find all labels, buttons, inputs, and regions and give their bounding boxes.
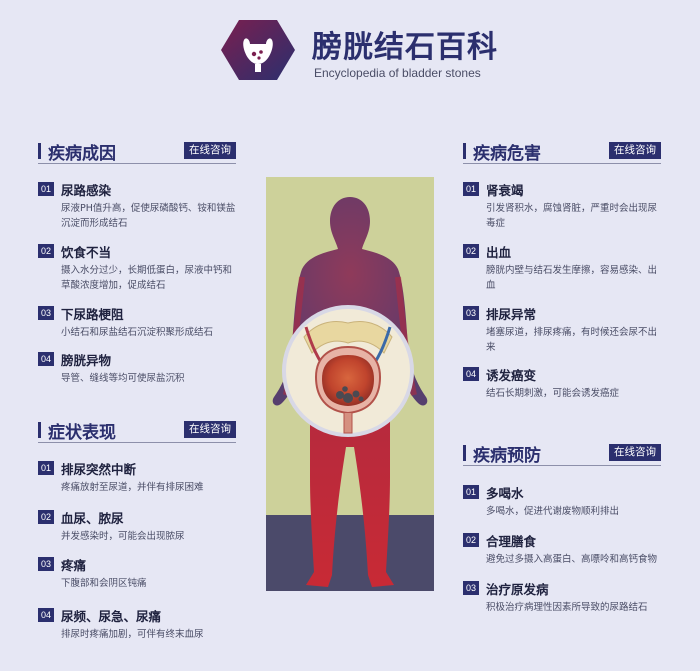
consult-button[interactable]: 在线咨询 xyxy=(184,142,236,159)
item-number: 01 xyxy=(463,182,479,196)
item-desc: 排尿时疼痛加剧，可伴有终末血尿 xyxy=(61,629,204,640)
section-title: 疾病预防 xyxy=(473,446,541,466)
item-title: 诱发癌变 xyxy=(486,368,537,383)
item-title: 尿频、尿急、尿痛 xyxy=(61,609,162,624)
item-number: 03 xyxy=(38,306,54,320)
item-title: 膀胱异物 xyxy=(61,353,112,368)
item-title: 多喝水 xyxy=(486,486,524,501)
item-desc: 下腹部和会阴区钝痛 xyxy=(61,578,147,589)
stones xyxy=(336,386,364,403)
anatomy-illustration xyxy=(266,177,434,591)
section-accent-bar xyxy=(463,143,466,159)
stone xyxy=(336,391,344,399)
section-title: 疾病成因 xyxy=(48,144,116,164)
item-title: 饮食不当 xyxy=(61,245,112,260)
section-accent-bar xyxy=(38,143,41,159)
item-number: 02 xyxy=(38,510,54,524)
stone xyxy=(358,396,364,402)
page-title: 膀胱结石百科 xyxy=(312,30,498,65)
item-desc: 膀胱内壁与结石发生摩擦，容易感染、出血 xyxy=(486,265,658,291)
item-title: 尿路感染 xyxy=(61,183,112,198)
stone xyxy=(342,386,348,392)
item-desc: 并发感染时，可能会出现脓尿 xyxy=(61,531,185,542)
item-title: 排尿突然中断 xyxy=(61,462,137,477)
stone xyxy=(343,393,353,403)
item-number: 01 xyxy=(38,182,54,196)
item-desc: 多喝水，促进代谢废物顺利排出 xyxy=(486,506,620,517)
item-number: 01 xyxy=(463,485,479,499)
item-title: 下尿路梗阻 xyxy=(61,307,124,322)
item-title: 血尿、脓尿 xyxy=(61,511,124,526)
item-desc: 结石长期刺激，可能会诱发癌症 xyxy=(486,388,620,399)
urethra xyxy=(343,413,353,434)
bladder-icon xyxy=(221,20,295,80)
item-title: 合理膳食 xyxy=(486,534,537,549)
section-causes: 疾病成因 在线咨询 01 尿路感染 尿液PH值升高，促使尿磷酸钙、铵和镁盐沉淀而… xyxy=(38,138,236,388)
item-number: 02 xyxy=(463,533,479,547)
item-number: 03 xyxy=(463,306,479,320)
item-number: 04 xyxy=(463,367,479,381)
item-desc: 堵塞尿道，排尿疼痛，有时候还会尿不出来 xyxy=(486,327,658,353)
item-number: 02 xyxy=(463,244,479,258)
item-title: 治疗原发病 xyxy=(486,582,549,597)
item-desc: 导管、缝线等均可使尿盐沉积 xyxy=(61,373,185,384)
section-header: 疾病成因 在线咨询 xyxy=(38,138,236,164)
item-number: 03 xyxy=(38,557,54,571)
item-desc: 小结石和尿盐结石沉淀积聚形成结石 xyxy=(61,327,214,338)
item-title: 出血 xyxy=(486,245,512,260)
consult-button[interactable]: 在线咨询 xyxy=(184,421,236,438)
section-accent-bar xyxy=(38,422,41,438)
section-header: 症状表现 在线咨询 xyxy=(38,417,236,443)
header: 膀胱结石百科 Encyclopedia of bladder stones xyxy=(220,18,550,82)
item-number: 04 xyxy=(38,352,54,366)
item-desc: 疼痛放射至尿道，并伴有排尿困难 xyxy=(61,482,204,493)
page-subtitle: Encyclopedia of bladder stones xyxy=(314,66,481,80)
section-title: 疾病危害 xyxy=(473,144,541,164)
bladder-interior xyxy=(322,355,374,406)
item-desc: 尿液PH值升高，促使尿磷酸钙、铵和镁盐沉淀而形成结石 xyxy=(61,203,236,229)
stone xyxy=(352,390,360,398)
item-desc: 积极治疗病理性因素所导致的尿路结石 xyxy=(486,602,648,613)
item-title: 肾衰竭 xyxy=(486,183,524,198)
section-accent-bar xyxy=(463,445,466,461)
section-harms: 疾病危害 在线咨询 01 肾衰竭 引发肾积水，腐蚀肾脏，严重时会出现尿毒症 02… xyxy=(463,138,661,408)
item-number: 01 xyxy=(38,461,54,475)
item-desc: 引发肾积水，腐蚀肾脏，严重时会出现尿毒症 xyxy=(486,203,658,229)
item-number: 04 xyxy=(38,608,54,622)
section-title: 症状表现 xyxy=(48,423,116,443)
item-desc: 避免过多摄入高蛋白、高嘌呤和高钙食物 xyxy=(486,554,658,565)
section-prevention: 疾病预防 在线咨询 01 多喝水 多喝水，促进代谢废物顺利排出 02 合理膳食 … xyxy=(463,440,661,620)
consult-button[interactable]: 在线咨询 xyxy=(609,444,661,461)
item-desc: 摄入水分过少，长期低蛋白，尿液中钙和草酸浓度增加，促成结石 xyxy=(61,265,233,291)
section-header: 疾病危害 在线咨询 xyxy=(463,138,661,164)
figure-background-bottom xyxy=(266,515,434,591)
section-symptoms: 症状表现 在线咨询 01 排尿突然中断 疼痛放射至尿道，并伴有排尿困难 02 血… xyxy=(38,417,236,657)
section-header: 疾病预防 在线咨询 xyxy=(463,440,661,466)
item-number: 03 xyxy=(463,581,479,595)
item-title: 排尿异常 xyxy=(486,307,537,322)
body-legs xyxy=(306,407,394,587)
pelvis-bone xyxy=(303,321,393,354)
item-title: 疼痛 xyxy=(61,558,87,573)
consult-button[interactable]: 在线咨询 xyxy=(609,142,661,159)
item-number: 02 xyxy=(38,244,54,258)
